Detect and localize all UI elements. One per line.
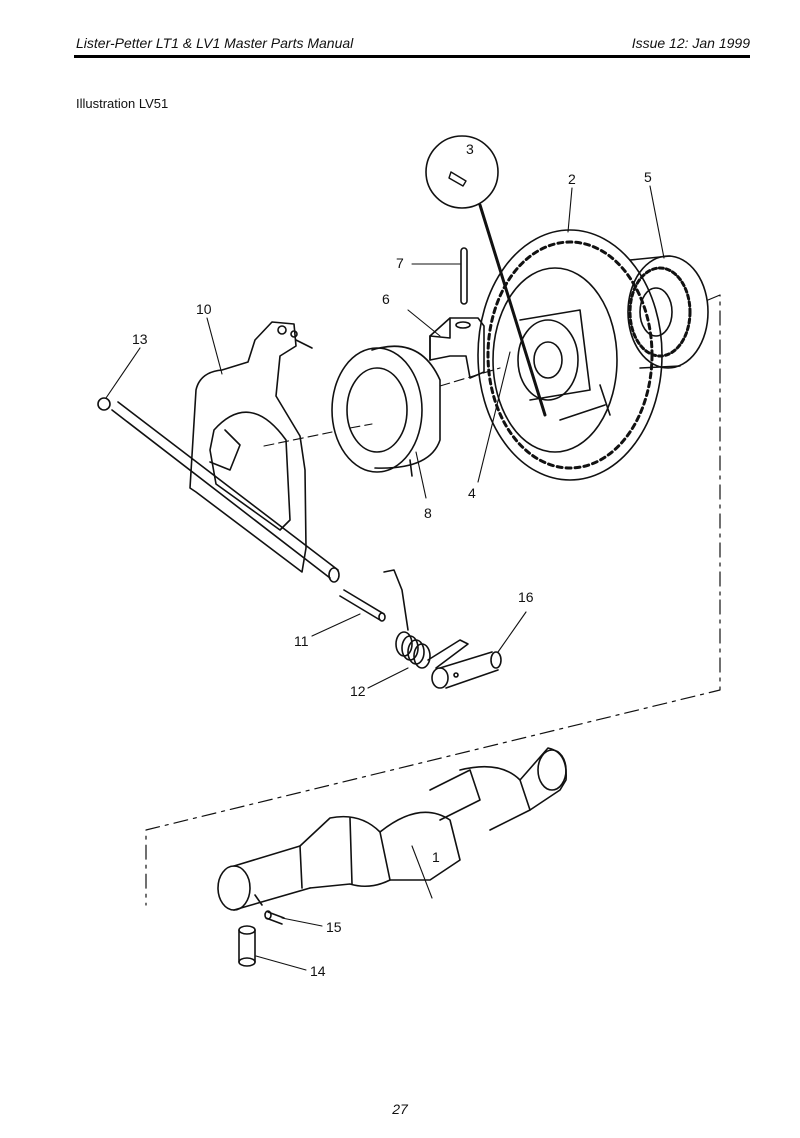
leader-15 bbox=[281, 917, 323, 927]
assembly-frame bbox=[145, 294, 721, 906]
leader-13 bbox=[105, 347, 141, 399]
callout-8: 8 bbox=[424, 505, 432, 521]
part-2-gear bbox=[477, 229, 663, 481]
callout-15: 15 bbox=[326, 919, 342, 935]
manual-title: Lister-Petter LT1 & LV1 Master Parts Man… bbox=[76, 35, 354, 51]
centerline-upper bbox=[263, 423, 373, 447]
part-12-spring bbox=[383, 569, 469, 669]
callout-4: 4 bbox=[468, 485, 476, 501]
issue-date: Issue 12: Jan 1999 bbox=[631, 35, 750, 51]
callout-10: 10 bbox=[196, 301, 212, 317]
leader-1 bbox=[411, 845, 433, 899]
part-5-bearing bbox=[627, 255, 709, 369]
page-number: 27 bbox=[392, 1101, 408, 1117]
callout-11: 11 bbox=[294, 633, 309, 649]
leader-5 bbox=[649, 185, 665, 259]
part-10-plate bbox=[189, 321, 313, 573]
centerline-gear bbox=[439, 367, 501, 387]
callout-14: 14 bbox=[310, 963, 326, 979]
leader-14 bbox=[255, 955, 307, 971]
callout-16: 16 bbox=[518, 589, 534, 605]
callout-7: 7 bbox=[396, 255, 404, 271]
part-14-dowel bbox=[238, 925, 256, 967]
illustration-title: Illustration LV51 bbox=[76, 96, 169, 111]
callout-2: 2 bbox=[568, 171, 576, 187]
callout-5: 5 bbox=[644, 169, 652, 185]
part-8-ring bbox=[331, 345, 441, 477]
part-7-pin bbox=[460, 247, 468, 305]
callout-1: 1 bbox=[432, 849, 440, 865]
part-1-camshaft bbox=[217, 747, 567, 911]
leader-8 bbox=[415, 451, 427, 499]
part-13-shaft bbox=[97, 397, 340, 583]
leader-2 bbox=[567, 187, 573, 233]
detail-circle-3 bbox=[425, 135, 547, 417]
leader-4 bbox=[477, 351, 511, 483]
part-6-block bbox=[429, 317, 485, 379]
part-16-pin bbox=[431, 651, 502, 689]
part-15-screw bbox=[264, 910, 285, 925]
leader-10 bbox=[206, 317, 223, 375]
leader-11 bbox=[311, 613, 361, 637]
part-11-pin bbox=[339, 589, 386, 622]
callout-12: 12 bbox=[350, 683, 366, 699]
callout-6: 6 bbox=[382, 291, 390, 307]
leader-6 bbox=[407, 309, 441, 337]
header-rule bbox=[74, 55, 750, 58]
callout-3: 3 bbox=[466, 141, 474, 157]
leader-16 bbox=[497, 611, 527, 653]
callout-13: 13 bbox=[132, 331, 148, 347]
leader-12 bbox=[367, 667, 409, 689]
callout-labels: 1 2 3 4 5 6 7 8 10 11 12 13 14 15 16 bbox=[132, 141, 652, 979]
leader-lines bbox=[105, 185, 665, 971]
